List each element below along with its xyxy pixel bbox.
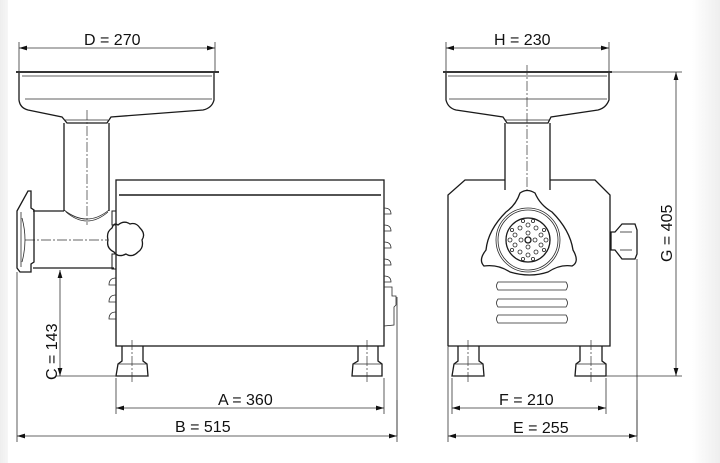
grinder-plate xyxy=(480,189,577,276)
dimension-d-label: D = 270 xyxy=(84,32,141,49)
front-feed-neck xyxy=(504,65,551,195)
dimension-e-label: E = 255 xyxy=(513,420,569,437)
feet xyxy=(115,340,383,383)
right-margin-strip xyxy=(692,0,720,463)
dimension-h: H = 230 xyxy=(445,32,610,72)
front-hopper-tray xyxy=(443,71,682,124)
dimension-a-label: A = 360 xyxy=(218,392,273,409)
dimension-f: F = 210 xyxy=(451,378,607,414)
front-side-knob xyxy=(610,223,638,436)
dimension-g: G = 405 xyxy=(659,72,679,376)
front-vent-slots xyxy=(496,281,568,324)
front-view: H = 230 G = 405 F = 210 E = 255 xyxy=(443,32,682,442)
hopper-tray xyxy=(16,71,219,124)
feed-neck xyxy=(63,110,110,225)
dimension-f-label: F = 210 xyxy=(499,392,554,409)
dimension-h-label: H = 230 xyxy=(494,32,551,49)
dimension-e: E = 255 xyxy=(447,346,638,442)
dimension-b: B = 515 xyxy=(16,272,398,442)
front-motor-housing xyxy=(447,179,611,347)
dimension-b-label: B = 515 xyxy=(175,419,231,436)
end-cap xyxy=(16,190,35,273)
front-feet xyxy=(451,340,682,383)
dimension-a: A = 360 xyxy=(115,378,385,414)
left-margin-strip xyxy=(0,0,8,463)
locking-knob xyxy=(106,210,145,270)
dimension-c: C = 143 xyxy=(44,270,116,380)
side-view: D = 270 C = 143 A = 360 B = 515 xyxy=(16,32,398,442)
grinder-plate-holes xyxy=(507,218,549,261)
grinder-barrel xyxy=(25,210,114,269)
dimension-g-label: G = 405 xyxy=(659,205,676,262)
dimension-c-label: C = 143 xyxy=(44,323,61,380)
dimension-d: D = 270 xyxy=(18,32,216,72)
